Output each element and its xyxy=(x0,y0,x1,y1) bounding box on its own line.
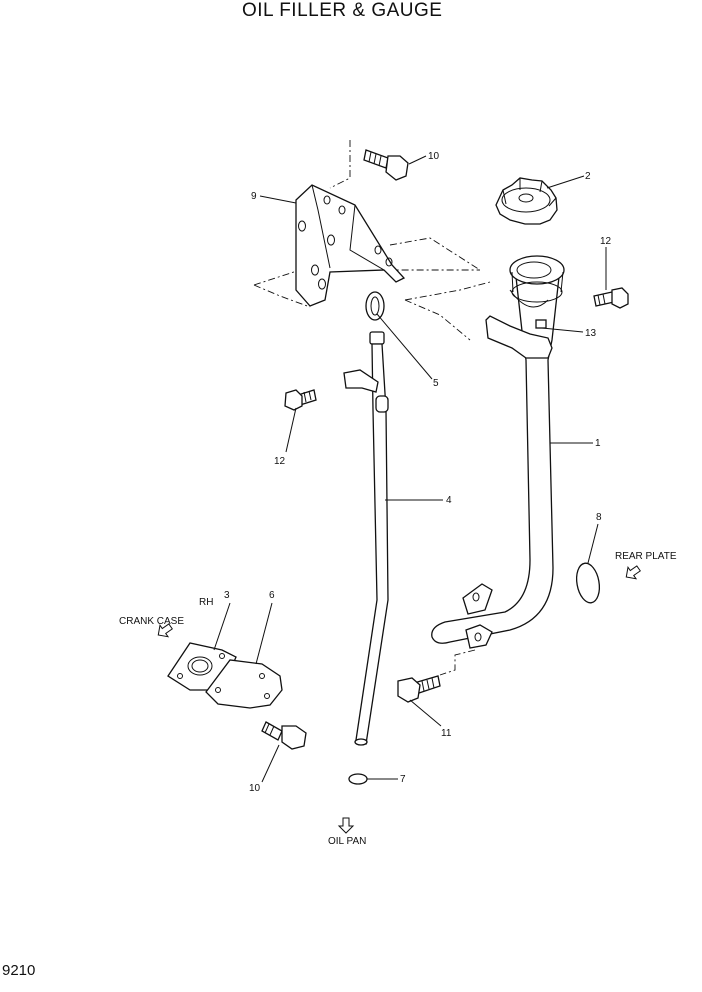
bolt-part-12-right xyxy=(593,287,629,309)
callout-9: 9 xyxy=(251,191,257,202)
callout-10-bottom: 10 xyxy=(249,783,261,794)
diagram-title: OIL FILLER & GAUGE xyxy=(242,0,443,21)
callout-11: 11 xyxy=(441,728,452,739)
callout-6: 6 xyxy=(269,590,275,601)
callout-7: 7 xyxy=(400,774,406,785)
bolt-part-10-bottom xyxy=(261,721,307,750)
o-ring-part-7 xyxy=(348,773,368,785)
arrow-icon-crank-case xyxy=(157,623,173,638)
filler-tube-part-1 xyxy=(431,255,565,649)
callout-10-top: 10 xyxy=(428,151,440,162)
callout-4: 4 xyxy=(446,495,452,506)
label-oil-pan: OIL PAN xyxy=(328,836,366,847)
bracket-part-9 xyxy=(295,184,406,307)
callout-8: 8 xyxy=(596,512,602,523)
arrow-icon-rear-plate xyxy=(625,565,641,580)
callout-3: 3 xyxy=(224,590,230,601)
callout-5: 5 xyxy=(433,378,439,389)
bolt-part-11 xyxy=(397,675,441,703)
label-rh: RH xyxy=(199,597,213,608)
clamp-part-13 xyxy=(485,315,553,359)
o-ring-part-8 xyxy=(575,562,601,604)
bolt-part-10-top xyxy=(363,149,409,181)
dipstick-handle-part-5 xyxy=(365,291,385,345)
leader-lines xyxy=(213,155,607,783)
label-rear-plate: REAR PLATE xyxy=(615,551,677,562)
cover-plate-part-6 xyxy=(205,659,283,709)
arrow-icon-oil-pan xyxy=(337,817,355,834)
gauge-tube-part-4 xyxy=(343,343,389,746)
label-crank-case: CRANK CASE xyxy=(119,616,184,627)
callout-12-right: 12 xyxy=(600,236,612,247)
callout-2: 2 xyxy=(585,171,591,182)
filler-cap-part-2 xyxy=(495,177,558,225)
callout-13: 13 xyxy=(585,328,597,339)
bolt-part-12-left xyxy=(284,389,317,411)
callout-12-left: 12 xyxy=(274,456,286,467)
callout-1: 1 xyxy=(595,438,601,449)
page-number: 9210 xyxy=(2,962,36,979)
